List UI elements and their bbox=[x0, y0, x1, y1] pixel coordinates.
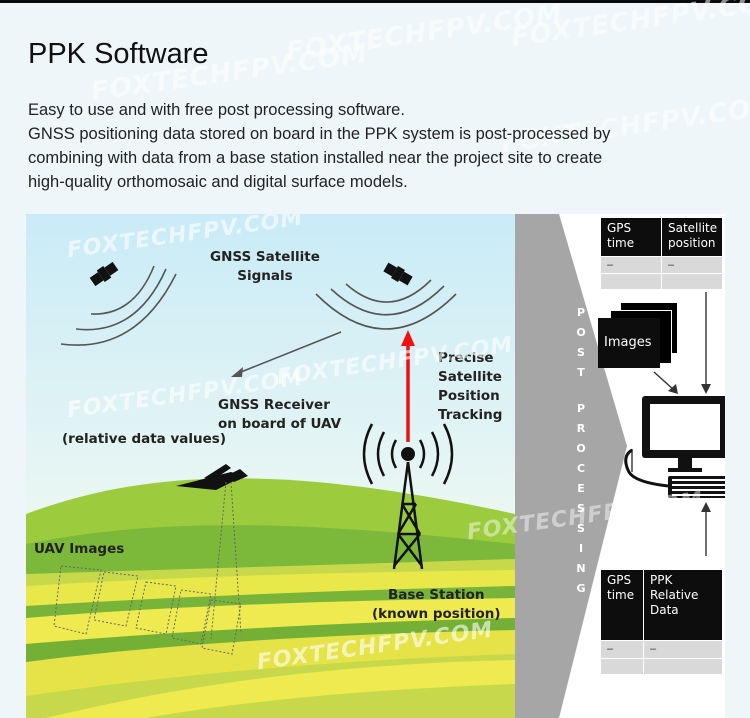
bottom-table-cell bbox=[644, 658, 722, 674]
bottom-table-cell: – bbox=[601, 640, 643, 658]
uav-images-label: UAV Images bbox=[34, 541, 125, 557]
antenna-icon bbox=[401, 447, 415, 461]
uav-icon bbox=[176, 464, 248, 490]
description-line: combining with data from a base station … bbox=[28, 149, 603, 167]
page-title: PPK Software bbox=[28, 38, 209, 70]
satellite-icon bbox=[383, 262, 413, 286]
top-table-cell bbox=[662, 273, 722, 289]
description-line: high-quality orthomosaic and digital sur… bbox=[28, 173, 408, 191]
post-processing-arrow bbox=[515, 214, 627, 718]
images-label: Images bbox=[598, 318, 660, 368]
satellite-icon bbox=[89, 261, 119, 287]
watermark: FOXTECHFPV.COM bbox=[284, 0, 565, 68]
description-line: GNSS positioning data stored on board in… bbox=[28, 125, 611, 143]
bottom-table-gps-time: GPS time bbox=[601, 570, 643, 640]
top-table-gps-time: GPS time bbox=[601, 218, 661, 256]
top-table-satellite-position: Satellite position bbox=[662, 218, 722, 256]
connectors bbox=[631, 292, 711, 556]
bottom-table-cell: – bbox=[644, 640, 722, 658]
base-station-tower-icon bbox=[362, 423, 454, 570]
top-bar bbox=[0, 0, 750, 3]
computer-icon bbox=[624, 396, 725, 498]
relative-values-label: (relative data values) bbox=[62, 431, 227, 447]
satellite-diagram bbox=[53, 261, 457, 655]
top-table-cell bbox=[601, 273, 661, 289]
landscape bbox=[26, 478, 515, 718]
bottom-table-cell bbox=[601, 658, 643, 674]
top-table-cell: – bbox=[601, 256, 661, 273]
watermark: FOXTECHFPV.COM bbox=[509, 0, 750, 54]
top-table-cell: – bbox=[662, 256, 722, 273]
description-line: Easy to use and with free post processin… bbox=[28, 101, 405, 119]
bottom-table-ppk-relative-data: PPK Relative Data bbox=[644, 570, 722, 640]
base-station-label: Base Station(known position) bbox=[372, 587, 501, 622]
